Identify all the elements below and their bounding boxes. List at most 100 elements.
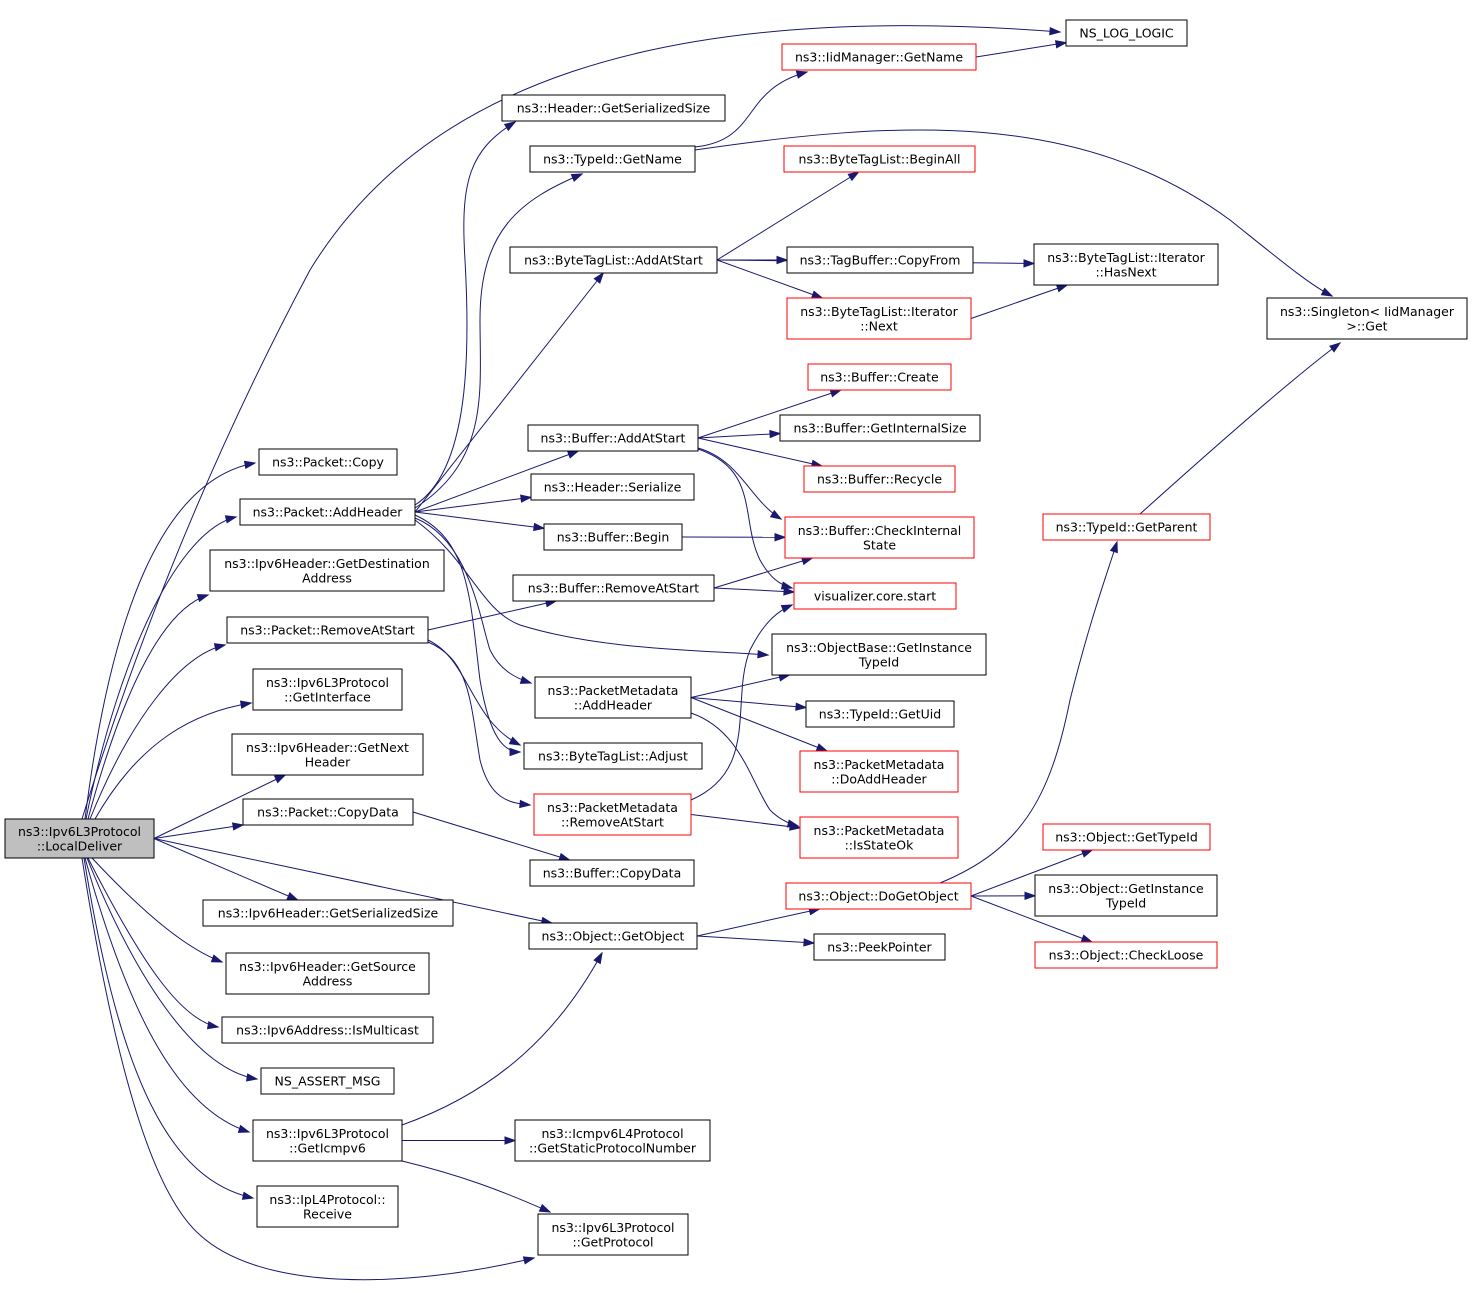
edge-arrowhead: [224, 515, 238, 524]
edge-root-to-ipv6l3_getinterface: [94, 700, 253, 820]
node-btl-addatstart[interactable]: ns3::ByteTagList::AddAtStart: [509, 246, 718, 274]
edge-line: [414, 496, 532, 513]
node-ipv6l3-geticmpv6[interactable]: ns3::Ipv6L3Protocol::GetIcmpv6: [252, 1119, 403, 1162]
node-object-gettypeid[interactable]: ns3::Object::GetTypeId: [1042, 823, 1211, 851]
edge-line: [401, 952, 603, 1126]
edge-line: [153, 824, 244, 839]
node-visualizer-start[interactable]: visualizer.core.start: [793, 582, 957, 610]
edge-root-to-packet_copy: [84, 460, 257, 820]
edge-typeid_getname-to-singleton_get: [694, 129, 1334, 297]
node-ipv6hdr-getsersize[interactable]: ns3::Ipv6Header::GetSerializedSize: [202, 899, 454, 927]
node-root[interactable]: ns3::Ipv6L3Protocol::LocalDeliver: [4, 818, 155, 859]
node-packet-copy[interactable]: ns3::Packet::Copy: [258, 448, 398, 476]
node-packet-addheader[interactable]: ns3::Packet::AddHeader: [239, 498, 416, 526]
edge-arrowhead: [566, 450, 580, 459]
node-label: ns3::PeekPointer: [827, 940, 932, 955]
node-typeid-getuid[interactable]: ns3::TypeId::GetUid: [805, 700, 955, 728]
node-box: [771, 633, 987, 676]
node-pm-addheader[interactable]: ns3::PacketMetadata::AddHeader: [534, 676, 692, 719]
edge-arrowhead: [810, 290, 824, 299]
edge-line: [427, 600, 557, 631]
node-pm-isstateok[interactable]: ns3::PacketMetadata::IsStateOk: [799, 816, 959, 859]
edge-arrowhead: [783, 587, 796, 596]
edge-arrowhead: [533, 522, 546, 532]
edge-typeid_getname-to-iid_getname: [694, 70, 809, 148]
node-ipv6l3-getprotocol[interactable]: ns3::Ipv6L3Protocol::GetProtocol: [537, 1213, 689, 1256]
node-label: ns3::Object::DoGetObject: [798, 889, 958, 904]
node-label: >::Get: [1346, 318, 1387, 333]
node-box: [803, 465, 956, 493]
edge-arrowhead: [509, 747, 522, 757]
node-header-serialize[interactable]: ns3::Header::Serialize: [530, 473, 695, 501]
edge-arrowhead: [1024, 891, 1037, 901]
edge-line: [427, 641, 531, 806]
node-object-checkloose[interactable]: ns3::Object::CheckLoose: [1034, 941, 1218, 969]
edge-line: [94, 702, 252, 820]
node-buffer-addatstart[interactable]: ns3::Buffer::AddAtStart: [527, 424, 699, 452]
node-hdr-getsersize[interactable]: ns3::Header::GetSerializedSize: [501, 94, 726, 122]
edge-arrowhead: [520, 494, 533, 503]
node-label: NS_ASSERT_MSG: [275, 1074, 381, 1089]
node-label: ns3::ByteTagList::AddAtStart: [524, 253, 703, 268]
edge-root-to-ipv6addr_ismulticast: [87, 857, 220, 1030]
edge-iid_getname-to-ns_log_logic: [975, 40, 1068, 58]
node-buffer-recycle[interactable]: ns3::Buffer::Recycle: [803, 465, 956, 493]
node-singleton-get[interactable]: ns3::Singleton< IidManager>::Get: [1266, 297, 1468, 340]
node-ns-assert-msg[interactable]: NS_ASSERT_MSG: [260, 1067, 395, 1095]
node-peekpointer[interactable]: ns3::PeekPointer: [813, 933, 946, 961]
node-iid-getname[interactable]: ns3::IidManager::GetName: [781, 43, 977, 71]
node-buffer-copydata[interactable]: ns3::Buffer::CopyData: [529, 859, 695, 887]
node-label: ::DoAddHeader: [831, 771, 927, 786]
edge-buffer_addatstart-to-buffer_getinternalsize: [697, 429, 782, 439]
node-label: ns3::Singleton< IidManager: [1280, 304, 1455, 319]
node-object-dogetobject[interactable]: ns3::Object::DoGetObject: [785, 882, 972, 910]
edge-arrowhead: [769, 429, 782, 439]
node-ns-log-logic[interactable]: NS_LOG_LOGIC: [1065, 19, 1188, 47]
edge-root-to-ipv6hdr_getsersize: [153, 838, 300, 901]
node-buffer-getinternalsize[interactable]: ns3::Buffer::GetInternalSize: [779, 414, 981, 442]
edge-line: [81, 857, 535, 1281]
node-btl-beginall[interactable]: ns3::ByteTagList::BeginAll: [783, 145, 976, 173]
node-ipv6l3-getinterface[interactable]: ns3::Ipv6L3Protocol::GetInterface: [252, 668, 403, 711]
edge-ipv6l3_geticmpv6-to-ipv6l3_getprotocol: [401, 1160, 552, 1213]
node-box: [225, 952, 430, 995]
node-packet-copydata[interactable]: ns3::Packet::CopyData: [242, 798, 414, 826]
node-pm-doaddheader[interactable]: ns3::PacketMetadata::DoAddHeader: [799, 750, 959, 793]
edge-line: [414, 511, 545, 529]
node-label: NS_LOG_LOGIC: [1079, 26, 1174, 41]
node-buffer-begin[interactable]: ns3::Buffer::Begin: [543, 523, 683, 551]
node-icmpv6-getstaticprotocolnumber[interactable]: ns3::Icmpv6L4Protocol::GetStaticProtocol…: [514, 1119, 711, 1162]
node-pm-removeatstart[interactable]: ns3::PacketMetadata::RemoveAtStart: [533, 793, 692, 836]
node-tagbuffer-copyfrom[interactable]: ns3::TagBuffer::CopyFrom: [786, 246, 974, 274]
node-label: ns3::Ipv6L3Protocol: [551, 1220, 674, 1235]
node-ipv6addr-ismulticast[interactable]: ns3::Ipv6Address::IsMulticast: [221, 1016, 434, 1044]
node-buffer-create[interactable]: ns3::Buffer::Create: [807, 363, 952, 391]
node-label: ns3::Object::GetObject: [542, 929, 685, 944]
node-btl-iter-hasnext[interactable]: ns3::ByteTagList::Iterator::HasNext: [1033, 243, 1219, 286]
node-label: ns3::Ipv6Header::GetNext: [246, 740, 409, 755]
edge-line: [939, 541, 1118, 884]
edge-line: [713, 587, 795, 593]
node-buffer-removeatstart[interactable]: ns3::Buffer::RemoveAtStart: [512, 574, 715, 602]
node-label: ns3::TypeId::GetUid: [819, 707, 941, 722]
node-packet-removeatstart[interactable]: ns3::Packet::RemoveAtStart: [226, 616, 429, 644]
edge-line: [697, 437, 823, 467]
node-typeid-getparent[interactable]: ns3::TypeId::GetParent: [1042, 513, 1211, 541]
node-object-getobject[interactable]: ns3::Object::GetObject: [528, 922, 698, 950]
node-ipl4-receive[interactable]: ns3::IpL4Protocol::Receive: [256, 1185, 399, 1228]
node-label: ::IsStateOk: [845, 837, 915, 852]
node-btl-adjust[interactable]: ns3::ByteTagList::Adjust: [523, 742, 703, 770]
edge-arrowhead: [1054, 40, 1068, 49]
edge-buffer_addatstart-to-buffer_recycle: [697, 437, 824, 468]
edge-pm_addheader-to-pm_isstateok: [690, 712, 800, 828]
node-typeid-getname[interactable]: ns3::TypeId::GetName: [529, 145, 696, 173]
node-label: ns3::Buffer::AddAtStart: [541, 431, 686, 446]
edge-line: [87, 857, 219, 1028]
node-btl-iter-next[interactable]: ns3::ByteTagList::Iterator::Next: [786, 297, 972, 340]
